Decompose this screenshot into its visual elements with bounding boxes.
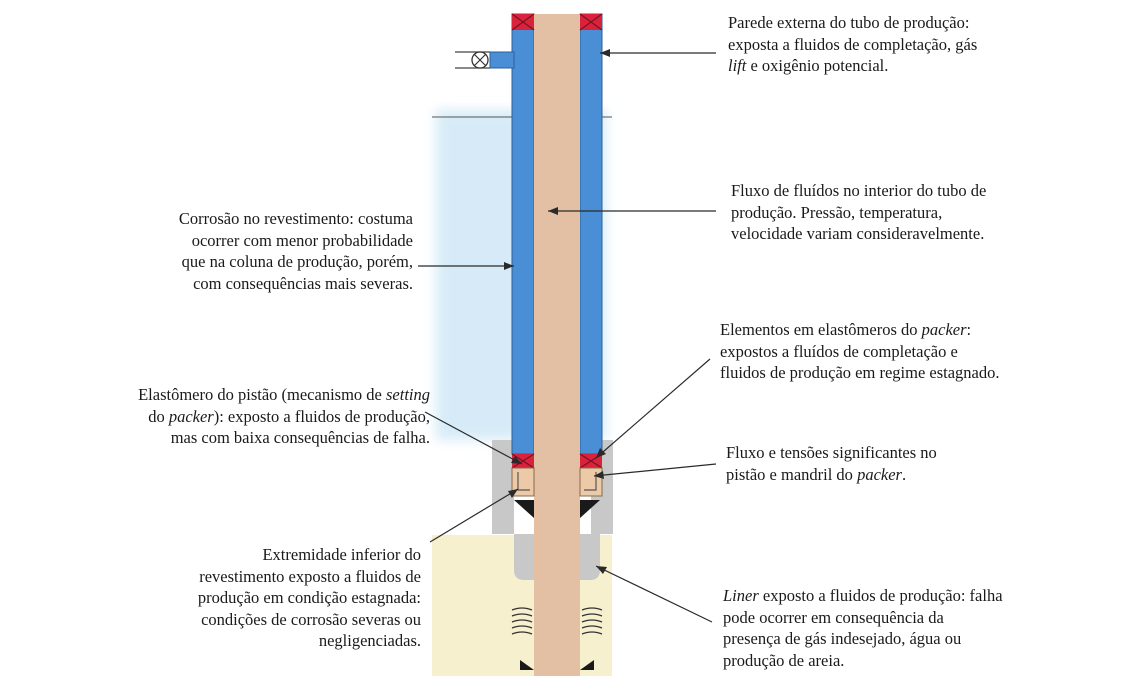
slip-right (580, 500, 600, 518)
bottom-slip-left (520, 660, 534, 670)
note-line: com consequências mais severas. (193, 273, 413, 293)
slip-left (514, 500, 534, 518)
liner-shoulder-left (514, 534, 534, 580)
note-line: lift e oxigênio potencial. (728, 56, 889, 75)
note-elastomero-pistao: Elastômero do pistão (mecanismo de setti… (138, 384, 430, 449)
note-line: velocidade variam consideravelmente. (731, 224, 985, 243)
note-line: expostos a fluídos de completação e (720, 341, 958, 361)
leader-fluxo-fluidos (548, 207, 716, 215)
note-line: Parede externa do tubo de produção: (728, 13, 970, 32)
packer-seal-left (511, 453, 535, 469)
note-line: produção. Pressão, temperatura, (731, 202, 943, 222)
note-liner: Liner exposto a fluidos de produção: fal… (723, 585, 1003, 671)
leader-extremidade (429, 488, 519, 543)
note-line: ocorrer com menor probabilidade (191, 230, 413, 250)
note-line: Liner exposto a fluidos de produção: fal… (723, 586, 1003, 605)
leader-elastomeros (595, 358, 711, 459)
note-line: Corrosão no revestimento: costuma (178, 209, 413, 228)
leader-pistao (424, 411, 523, 465)
note-line: Fluxo de fluídos no interior do tubo de (731, 181, 987, 200)
note-fluxo-fluidos: Fluxo de fluídos no interior do tubo de … (731, 180, 986, 245)
note-line: negligenciadas. (318, 631, 421, 650)
note-line: que na coluna de produção, porém, (181, 252, 413, 271)
liner-shoulder-right (580, 534, 600, 580)
note-line: Extremidade inferior do (262, 545, 421, 564)
note-line: pistão e mandril do packer. (726, 464, 907, 484)
casing-lower-left (492, 440, 514, 534)
top-seal-left (511, 13, 535, 31)
note-line: mas com baixa consequências de falha. (170, 428, 430, 447)
bottom-slip-right (580, 660, 594, 670)
note-parede-externa: Parede externa do tubo de produção: expo… (728, 12, 977, 77)
note-elementos-elastomeros: Elementos em elastômeros do packer: expo… (720, 319, 1000, 384)
note-line: fluidos de produção em regime estagnado. (720, 363, 1000, 382)
note-line: revestimento exposto a fluidos de (199, 566, 421, 586)
leader-parede-externa (600, 49, 716, 57)
note-line: condições de corrosão severas ou (201, 609, 421, 629)
annulus-left (511, 13, 535, 455)
note-line: exposta a fluidos de completação, gás (728, 34, 978, 54)
leader-corrosao (418, 262, 514, 270)
spring-left (511, 607, 533, 635)
note-extremidade-inferior: Extremidade inferior do revestimento exp… (198, 544, 421, 652)
production-tube (534, 14, 580, 676)
spring-right (581, 607, 603, 635)
valve-icon (455, 51, 515, 69)
annulus-right (579, 13, 603, 455)
leader-fluxo-tensoes (593, 463, 717, 479)
note-line: Elastômero do pistão (mecanismo de setti… (138, 385, 430, 404)
note-line: Elementos em elastômeros do packer: (720, 320, 972, 339)
piston-right (579, 467, 603, 497)
note-line: produção em condição estagnada: (197, 588, 421, 607)
note-fluxo-tensoes: Fluxo e tensões significantes no pistão … (726, 442, 937, 485)
top-seal-right (579, 13, 603, 31)
note-line: do packer): exposto a fluidos de produçã… (148, 406, 430, 426)
leader-liner (595, 565, 713, 623)
note-line: pode ocorrer em consequência da (723, 607, 944, 627)
note-line: Fluxo e tensões significantes no (726, 443, 937, 462)
note-line: produção de areia. (723, 650, 845, 670)
note-corrosao-revestimento: Corrosão no revestimento: costuma ocorre… (179, 208, 413, 294)
note-line: presença de gás indesejado, água ou (723, 629, 962, 648)
leader-lines (418, 49, 717, 623)
